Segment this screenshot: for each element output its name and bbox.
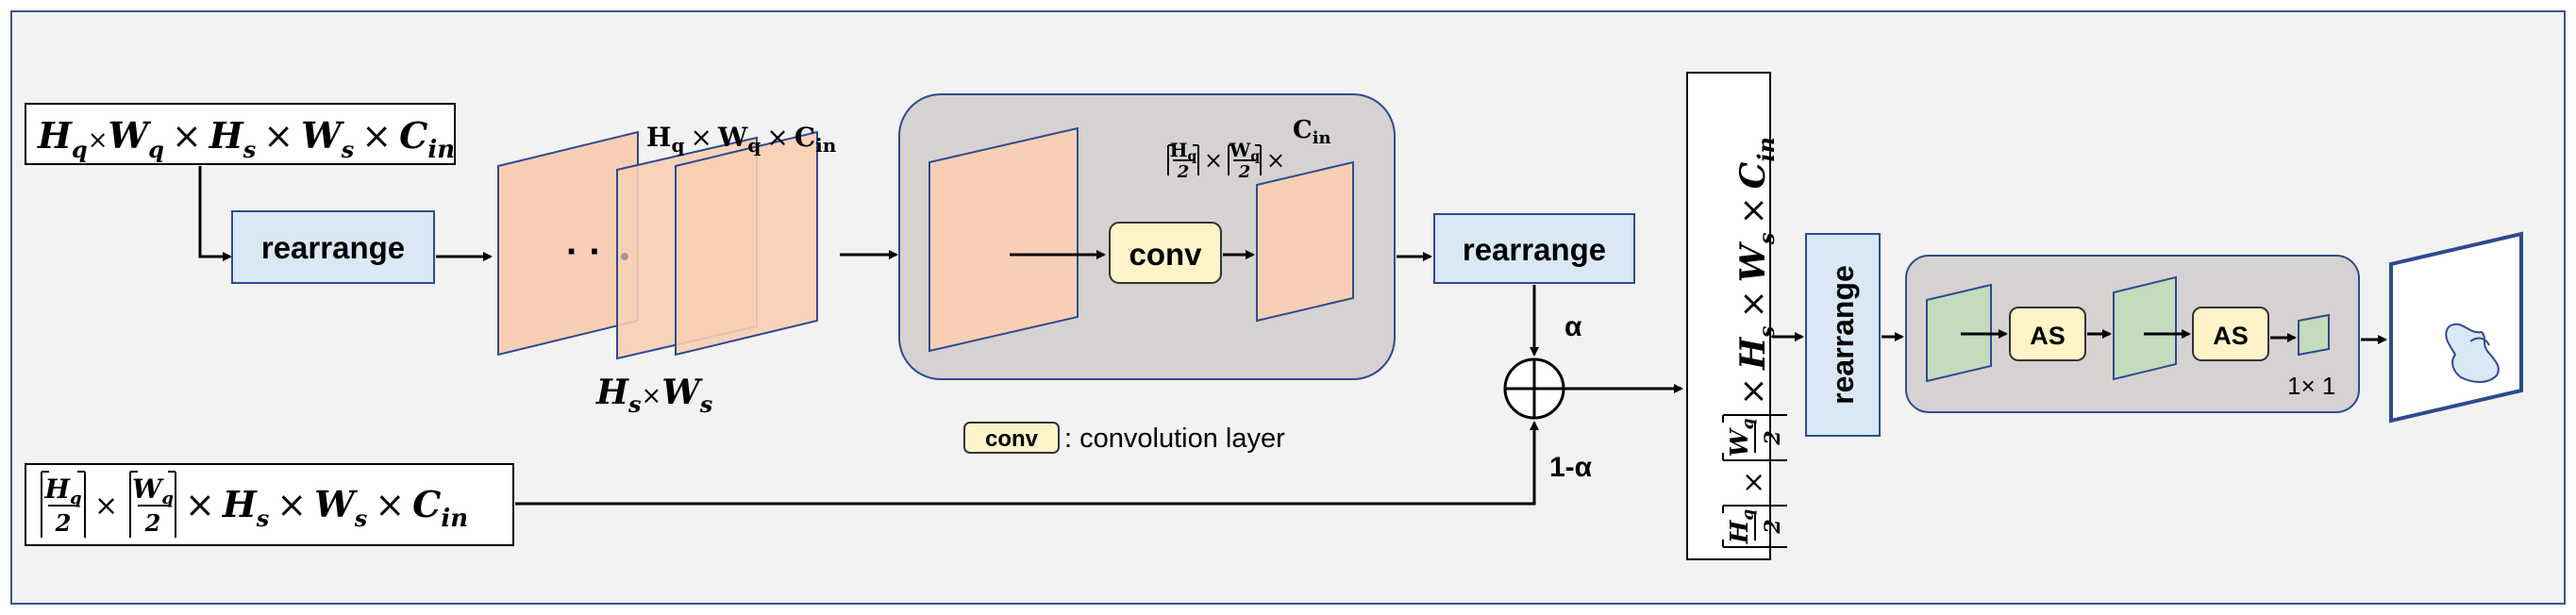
as-panel: AS AS 1× 1 xyxy=(1905,255,2360,413)
rearrange-block-2: rearrange xyxy=(1433,213,1635,284)
one-minus-alpha-label: 1-α xyxy=(1549,452,1593,483)
svg-text:2: 2 xyxy=(1761,519,1785,534)
svg-text:Wq: Wq xyxy=(1726,418,1758,457)
mask-shape-icon xyxy=(2445,323,2500,383)
svg-text:rearrange: rearrange xyxy=(261,230,405,265)
vertical-dims-box: Hq 2 × Wq 2 ×Hs×Ws×Cin xyxy=(1686,72,1787,560)
svg-text:2: 2 xyxy=(144,509,161,537)
svg-text:Hq×Wq×Hs×Ws×Cin: Hq×Wq×Hs×Ws×Cin xyxy=(37,114,455,164)
svg-text:Hq: Hq xyxy=(43,474,81,508)
rearrange-block-3: rearrange xyxy=(1805,233,1881,437)
svg-text:×Hs×Ws×Cin: ×Hs×Ws×Cin xyxy=(1733,137,1780,406)
output-mask xyxy=(2389,231,2523,424)
svg-text:×Hs×Ws×Cin: ×Hs×Ws×Cin xyxy=(185,483,468,533)
rearrange-block-1: rearrange xyxy=(231,210,435,284)
svg-text:2: 2 xyxy=(1177,162,1190,182)
legend-conv: conv : convolution layer xyxy=(963,422,1285,454)
svg-text:conv: conv xyxy=(985,426,1039,452)
svg-text:2: 2 xyxy=(55,509,72,537)
svg-text:Wq: Wq xyxy=(132,474,174,508)
svg-text:Hq: Hq xyxy=(1170,139,1197,164)
svg-text:Cin: Cin xyxy=(1293,116,1331,148)
svg-text:Hq: Hq xyxy=(1726,509,1758,545)
stack-top-dims: Hq×Wq×Cin xyxy=(646,122,837,157)
input-bottom-box: Hq 2 × Wq 2 ×Hs×Ws×Cin xyxy=(25,463,514,546)
svg-text:×: × xyxy=(1204,147,1223,174)
svg-text:conv: conv xyxy=(1129,237,1202,272)
svg-text:×: × xyxy=(1266,147,1285,174)
as-box-2 xyxy=(2192,307,2269,361)
kernel-label: 1× 1 xyxy=(2287,372,2335,400)
input-top-box: Hq×Wq×Hs×Ws×Cin xyxy=(25,103,456,165)
svg-text:×: × xyxy=(94,490,118,523)
stack-dots: · · xyxy=(566,231,602,273)
svg-text:2: 2 xyxy=(1761,430,1785,445)
svg-text:×: × xyxy=(1737,471,1770,494)
svg-text:Wq: Wq xyxy=(1229,139,1260,164)
feature-map-stack: · · xyxy=(497,130,818,360)
stack-bottom-dims: Hs×Ws xyxy=(595,373,713,418)
svg-text:rearrange: rearrange xyxy=(1463,232,1606,267)
as-box-1 xyxy=(2009,307,2086,361)
svg-text:2: 2 xyxy=(1238,162,1251,182)
svg-text:AS: AS xyxy=(2030,322,2066,350)
arrow-input-to-rearrange xyxy=(198,166,232,261)
conv-panel: conv xyxy=(898,93,1396,380)
conv-output-dims: Hq 2 × Wq 2 × Cin xyxy=(1167,116,1331,182)
sum-node xyxy=(1503,357,1565,420)
conv-box xyxy=(1109,222,1222,284)
svg-text:rearrange: rearrange xyxy=(1826,265,1860,405)
alpha-label: α xyxy=(1564,311,1582,342)
svg-text:AS: AS xyxy=(2213,322,2249,350)
arrow-bottom-input-to-sum xyxy=(515,421,1539,506)
legend-text: : convolution layer xyxy=(1064,424,1285,454)
